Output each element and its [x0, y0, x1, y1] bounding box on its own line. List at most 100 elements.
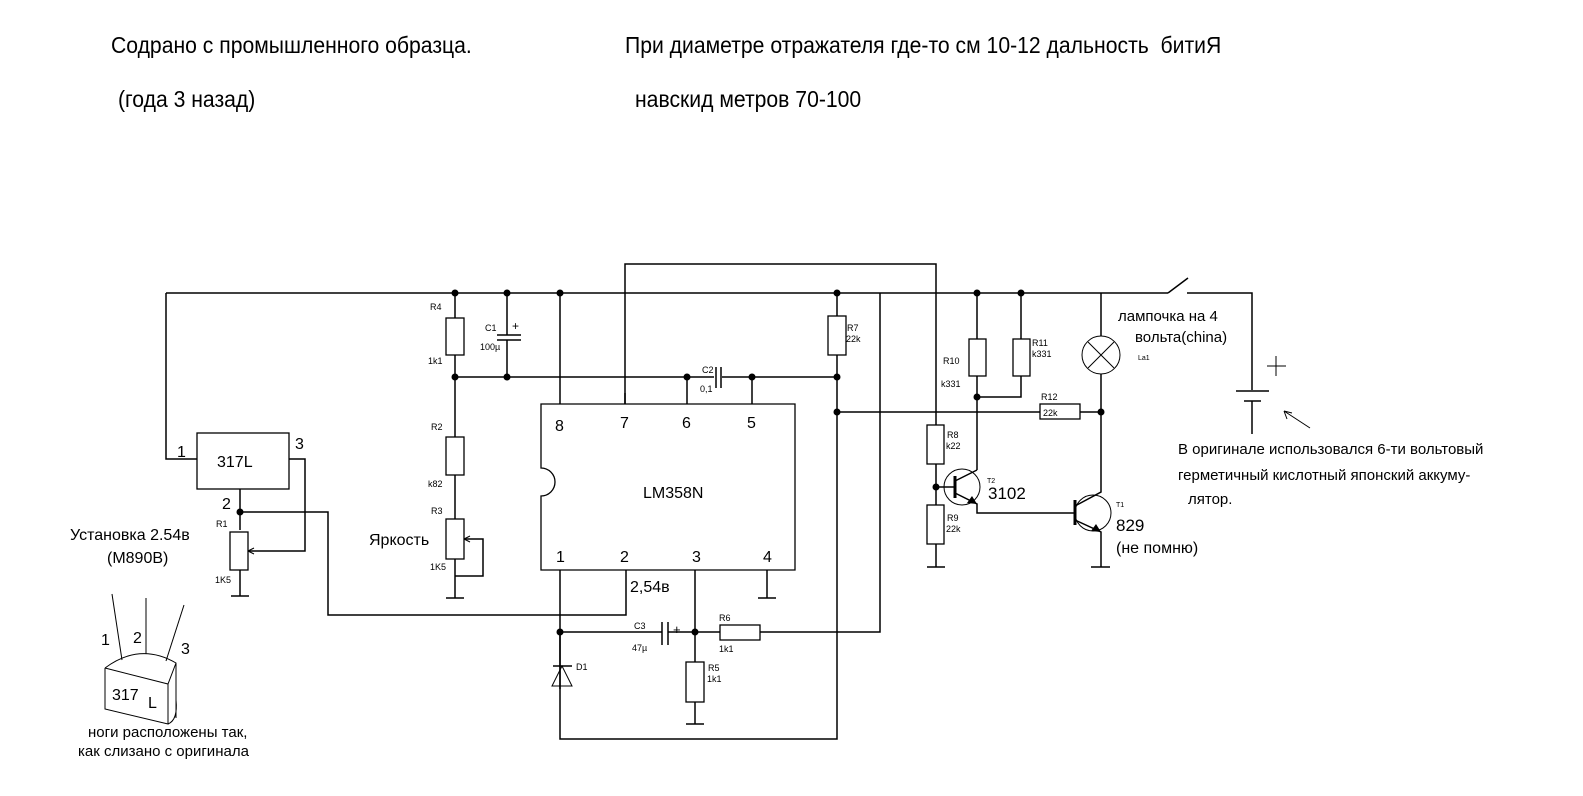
r11-value: k331	[1032, 349, 1052, 359]
resistor-r8: R8 k22	[926, 424, 961, 505]
opamp-pin8: 8	[555, 418, 564, 435]
resistor-r9: R9 22k	[926, 504, 961, 568]
r10-ref: R10	[943, 356, 960, 366]
r2-value: k82	[428, 479, 443, 489]
r10-value: k331	[941, 379, 961, 389]
transistor-t2: T2 3102	[936, 468, 1075, 514]
setting-label: Установка 2.54в	[70, 527, 190, 544]
r3-value: 1K5	[430, 562, 446, 572]
r5-value: 1k1	[707, 674, 722, 684]
package-note-line2: как слизано с оригинала	[78, 743, 250, 760]
battery-note-line3: лятор.	[1188, 491, 1232, 508]
resistor-r10: R10 k331	[941, 289, 987, 470]
meter-label: (M890B)	[107, 550, 168, 567]
capacitor-c2: C2 0,1	[683, 365, 756, 394]
r9-ref: R9	[947, 513, 959, 523]
r1-value: 1K5	[215, 575, 231, 585]
r7-value: 22k	[846, 334, 861, 344]
r11-ref: R11	[1032, 338, 1048, 348]
battery-arrow	[1283, 410, 1311, 429]
header-note-range-cont: навскид метров 70-100	[635, 86, 862, 112]
potentiometer-r3: R3 1K5 Яркость	[369, 506, 484, 599]
package-label: 317	[112, 687, 139, 704]
regulator-pin3-label: 3	[295, 436, 304, 453]
r9-value: 22k	[946, 524, 961, 534]
r12-ref: R12	[1041, 392, 1058, 402]
package-note-line1: ноги расположены так,	[88, 724, 247, 741]
regulator-pin1-label: 1	[177, 444, 186, 461]
c2-value: 0,1	[700, 384, 713, 394]
brightness-label: Яркость	[369, 532, 429, 549]
header-note-age: (года 3 назад)	[118, 86, 256, 112]
opamp-pin6: 6	[682, 415, 691, 432]
capacitor-c3: C3 47µ +	[560, 621, 720, 653]
d1-ref: D1	[576, 662, 588, 672]
r4-value: 1k1	[428, 356, 443, 366]
battery	[1236, 356, 1311, 434]
r6-feed-wire	[760, 293, 881, 633]
r5-ref: R5	[708, 663, 720, 673]
opamp-pin3: 3	[692, 549, 701, 566]
opamp-pin1: 1	[556, 549, 565, 566]
r12-value: 22k	[1043, 408, 1058, 418]
resistor-r1: R1 1K5	[215, 519, 255, 597]
opamp-pin4: 4	[763, 549, 772, 566]
r8-ref: R8	[947, 430, 959, 440]
capacitor-c1: C1 100µ +	[480, 289, 521, 377]
opamp-pin2: 2	[620, 549, 629, 566]
t1-note: (не помню)	[1116, 540, 1198, 557]
c3-polarity: +	[673, 622, 681, 637]
r1-ref: R1	[216, 519, 228, 529]
resistor-r6: R6 1k1	[719, 613, 761, 654]
supply-rail	[165, 277, 1253, 460]
header-note-range: При диаметре отражателя где-то см 10-12 …	[625, 32, 1222, 58]
c2-ref: C2	[702, 365, 714, 375]
resistor-r4: R4 1k1	[428, 289, 465, 377]
package-suffix: L	[148, 695, 157, 712]
battery-note-line1: В оригинале использовался 6-ти вольтовый	[1178, 441, 1483, 458]
pin3-wire	[686, 570, 704, 725]
r7-ref: R7	[847, 323, 859, 333]
package-pin1: 1	[101, 632, 110, 649]
t2-part: 3102	[988, 484, 1026, 503]
pin2-voltage-label: 2,54в	[630, 579, 670, 596]
lamp-la1: La1 лампочка на 4 вольта(china)	[1081, 293, 1227, 412]
r4-ref: R4	[430, 302, 442, 312]
la1-ref: La1	[1138, 355, 1150, 362]
c3-value: 47µ	[632, 643, 647, 653]
r3-ref: R3	[431, 506, 443, 516]
diode-d1: D1	[551, 570, 588, 689]
transistor-t1: T1 829 (не помню)	[1073, 412, 1198, 568]
package-pin3: 3	[181, 641, 190, 658]
package-sketch-317l: 317 L 1 2 3	[101, 593, 190, 725]
r6-ref: R6	[719, 613, 731, 623]
battery-note-line2: герметичный кислотный японский аккуму-	[1178, 467, 1470, 484]
regulator-label: 317L	[217, 454, 253, 471]
opamp-lm358n: 8 7 6 5 LM358N 1 2 3 4 2,54в	[540, 289, 796, 599]
opamp-pin7: 7	[620, 415, 629, 432]
opamp-pin5: 5	[747, 415, 756, 432]
resistor-r12: R12 22k	[1039, 392, 1081, 420]
power-switch	[1167, 277, 1189, 294]
lamp-note-line1: лампочка на 4	[1118, 308, 1218, 325]
regulator-317l: 317L 1 3 2	[177, 432, 627, 616]
c1-ref: C1	[485, 323, 497, 333]
lamp-note-line2: вольта(china)	[1135, 329, 1227, 346]
resistor-r11: R11 k331	[977, 289, 1052, 398]
r2-ref: R2	[431, 422, 443, 432]
regulator-pin2-label: 2	[222, 496, 231, 513]
c1-polarity: +	[512, 319, 519, 333]
r6-value: 1k1	[719, 644, 734, 654]
t2-ref: T2	[987, 478, 995, 485]
feedback-wire-pin7	[624, 263, 937, 425]
c3-ref: C3	[634, 621, 646, 631]
t1-ref: T1	[1116, 502, 1124, 509]
resistor-r5: R5 1k1	[685, 661, 722, 703]
t1-part: 829	[1116, 516, 1144, 535]
opamp-label: LM358N	[643, 485, 703, 502]
c1-value: 100µ	[480, 342, 500, 352]
package-pin2: 2	[133, 630, 142, 647]
resistor-r2: R2 k82	[428, 377, 465, 519]
header-note-source: Содрано с промышленного образца.	[111, 32, 472, 58]
